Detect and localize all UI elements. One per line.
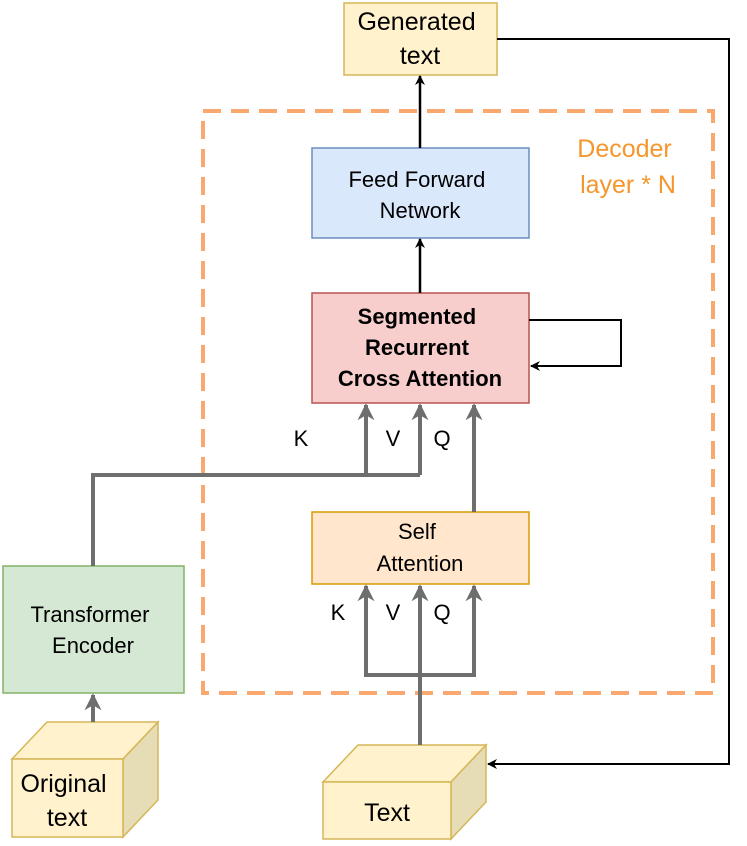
cross-v-label: V bbox=[386, 426, 401, 451]
feed-forward-network-label: Feed Forward Network bbox=[348, 167, 491, 223]
original-text-label: Original text bbox=[20, 770, 113, 832]
generated-text-label: Generated text bbox=[357, 8, 482, 70]
self-k-label: K bbox=[331, 600, 346, 625]
text-input-label: Text bbox=[364, 799, 410, 827]
transformer-encoder-label: Transformer Encoder bbox=[30, 602, 155, 658]
self-q-label: Q bbox=[433, 600, 450, 625]
encoder-output-line bbox=[91, 473, 420, 566]
cross-q-label: Q bbox=[433, 426, 450, 451]
srca-recurrent-loop-arrow bbox=[529, 319, 622, 371]
original-text-cube bbox=[10, 720, 160, 839]
segmented-recurrent-cross-attention-box bbox=[311, 292, 530, 404]
text-input-cube bbox=[321, 743, 488, 841]
feed-forward-network-box bbox=[311, 147, 530, 239]
generated-to-text-feedback-arrow bbox=[487, 38, 730, 769]
self-attention-label: Self Attention bbox=[377, 519, 464, 576]
segmented-recurrent-cross-attention-label: Segmented Recurrent Cross Attention bbox=[338, 304, 502, 391]
decoder-layer-label: Decoder layer * N bbox=[577, 135, 678, 199]
transformer-encoder-box bbox=[2, 565, 185, 694]
cross-k-label: K bbox=[294, 426, 309, 451]
decoder-layer-container bbox=[201, 109, 715, 695]
self-attention-box bbox=[311, 511, 530, 585]
self-v-label: V bbox=[386, 600, 401, 625]
